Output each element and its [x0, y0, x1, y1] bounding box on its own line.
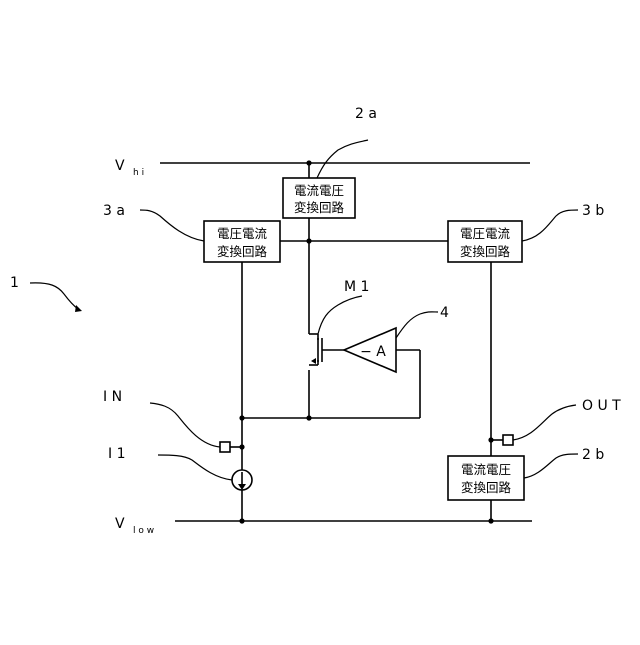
junction-dot: [488, 437, 493, 442]
block-3b: 電圧電流 変換回路: [448, 221, 522, 262]
transistor-m1: [309, 334, 344, 365]
arrowhead-icon: [75, 305, 82, 312]
vhi-label: V h i: [115, 158, 144, 178]
leader-3b: [522, 210, 578, 241]
ref-4: 4: [440, 305, 449, 321]
leader-m1: [318, 296, 362, 334]
svg-text:変換回路: 変換回路: [294, 200, 345, 215]
label-i1: I 1: [108, 446, 126, 462]
svg-text:h i: h i: [133, 168, 144, 178]
junction-dot: [306, 160, 311, 165]
block-2a: 電流電圧 変換回路: [283, 178, 355, 218]
block-2b: 電流電圧 変換回路: [448, 456, 524, 500]
svg-text:− A: − A: [360, 344, 386, 360]
leader-3a: [140, 210, 204, 241]
junction-dot: [306, 238, 311, 243]
svg-text:変換回路: 変換回路: [460, 244, 511, 259]
amplifier-4: − A: [344, 328, 396, 372]
ref-3b: 3 b: [582, 203, 604, 219]
svg-text:l o w: l o w: [133, 526, 154, 536]
vlow-label: V l o w: [115, 516, 154, 536]
ref-m1: M 1: [344, 279, 369, 295]
ref-3a: 3 a: [103, 203, 125, 219]
ref-2b: 2 b: [582, 447, 604, 463]
leader-i1: [158, 455, 232, 480]
svg-text:電流電圧: 電流電圧: [294, 183, 344, 198]
current-source-i1: [232, 470, 252, 490]
ref-2a: 2 a: [355, 106, 377, 122]
label-in: I N: [103, 389, 122, 405]
junction-dot: [239, 415, 244, 420]
out-terminal: [503, 435, 513, 445]
leader-2b: [524, 454, 578, 478]
leader-circuit-1: [30, 283, 78, 309]
ref-circuit-1: 1: [10, 275, 19, 291]
leader-4: [396, 312, 438, 338]
svg-text:電圧電流: 電圧電流: [217, 226, 268, 241]
svg-text:電流電圧: 電流電圧: [461, 462, 511, 477]
leader-out: [513, 405, 576, 440]
arrow-icon: [311, 358, 316, 364]
label-out: O U T: [582, 398, 621, 414]
svg-text:V: V: [115, 516, 125, 532]
junction-dot: [488, 518, 493, 523]
svg-text:変換回路: 変換回路: [461, 480, 512, 495]
junction-dot: [306, 415, 311, 420]
junction-dot: [239, 444, 244, 449]
svg-text:V: V: [115, 158, 125, 174]
in-terminal: [220, 442, 230, 452]
leader-in: [150, 403, 220, 447]
block-3a: 電圧電流 変換回路: [204, 221, 280, 262]
svg-text:電圧電流: 電圧電流: [460, 226, 511, 241]
junction-dot: [239, 518, 244, 523]
leader-2a: [317, 140, 368, 178]
svg-text:変換回路: 変換回路: [217, 244, 268, 259]
